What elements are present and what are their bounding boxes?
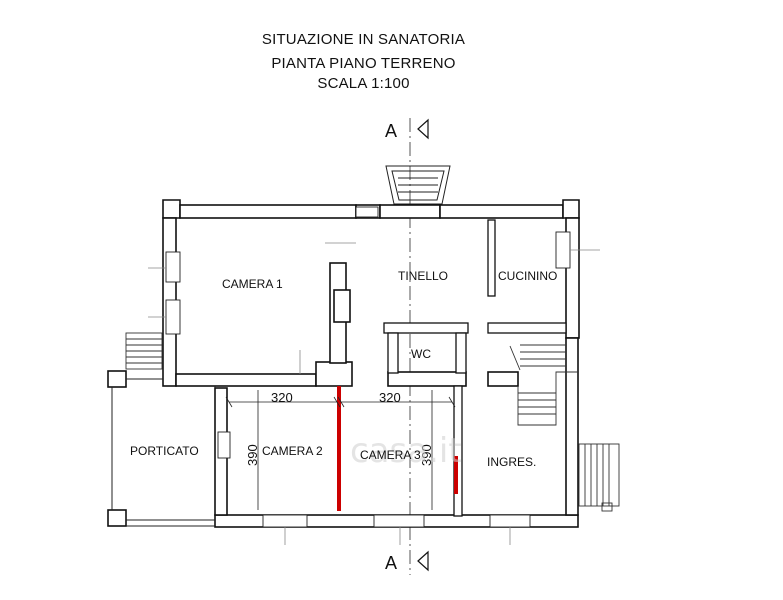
right-staircase	[509, 344, 578, 426]
entrance-steps	[578, 443, 620, 512]
left-staircase	[125, 332, 163, 370]
room-label-wc: WC	[411, 347, 431, 361]
section-arrow-bottom-icon	[417, 550, 429, 572]
section-mark-bottom: A	[385, 550, 429, 573]
room-label-ingresso: INGRES.	[487, 455, 536, 469]
dimension-lines	[225, 390, 456, 510]
watermark: casa.it	[350, 431, 462, 471]
section-arrow-top-icon	[417, 118, 429, 140]
room-label-porticato: PORTICATO	[130, 444, 199, 458]
room-label-camera2: CAMERA 2	[262, 444, 323, 458]
camera2-width-label: 320	[271, 390, 293, 405]
windows	[165, 206, 571, 528]
exterior-walls	[107, 199, 580, 528]
room-label-tinello: TINELLO	[398, 269, 448, 283]
camera2-depth-label: 390	[245, 444, 260, 466]
camera3-depth-label: 390	[419, 444, 434, 466]
room-label-cucinino: CUCININO	[498, 269, 557, 283]
drawing-scale: SCALA 1:100	[317, 75, 410, 92]
room-label-camera3: CAMERA 3	[360, 448, 421, 462]
room-label-camera1: CAMERA 1	[222, 277, 283, 291]
bay-window	[385, 165, 451, 205]
porticato-outline	[111, 378, 216, 527]
section-mark-top: A	[385, 118, 429, 141]
new-walls	[337, 386, 458, 511]
window-sill-ticks	[148, 242, 600, 545]
section-letter-bottom: A	[385, 553, 397, 573]
drawing-title: SITUAZIONE IN SANATORIA	[261, 31, 466, 48]
interior-walls	[383, 219, 567, 517]
section-letter-top: A	[385, 121, 397, 141]
camera3-width-label: 320	[379, 390, 401, 405]
drawing-subtitle: PIANTA PIANO TERRENO	[271, 55, 456, 72]
